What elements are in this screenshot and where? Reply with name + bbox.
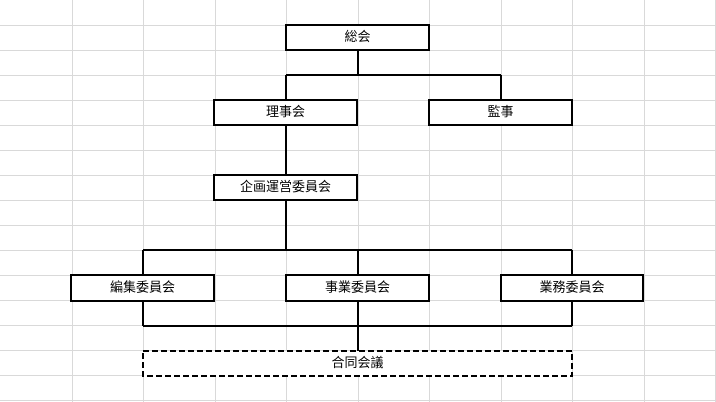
node-box <box>285 24 430 51</box>
node-operations-committee[interactable]: 業務委員会 <box>500 274 644 302</box>
node-business-committee[interactable]: 事業委員会 <box>285 274 430 302</box>
node-label: 企画運営委員会 <box>240 179 331 195</box>
node-board[interactable]: 理事会 <box>213 99 358 126</box>
node-auditor[interactable]: 監事 <box>428 99 573 126</box>
node-label: 監事 <box>487 104 513 120</box>
node-joint-meeting[interactable]: 合同会議 <box>142 350 573 377</box>
node-label: 編集委員会 <box>110 280 175 296</box>
node-box <box>213 174 358 201</box>
node-label: 総会 <box>344 30 370 45</box>
node-box <box>70 274 215 302</box>
node-box <box>500 274 644 302</box>
node-box <box>428 99 573 126</box>
node-box <box>285 274 430 302</box>
node-box <box>213 99 358 126</box>
node-general-assembly[interactable]: 総会 <box>285 24 430 51</box>
node-label: 事業委員会 <box>325 280 390 296</box>
node-label: 業務委員会 <box>539 280 604 296</box>
node-planning-committee[interactable]: 企画運営委員会 <box>213 174 358 201</box>
node-box <box>142 350 573 377</box>
node-label: 合同会議 <box>331 356 383 371</box>
node-editorial-committee[interactable]: 編集委員会 <box>70 274 215 302</box>
node-label: 理事会 <box>266 105 305 120</box>
connectors <box>142 50 573 351</box>
